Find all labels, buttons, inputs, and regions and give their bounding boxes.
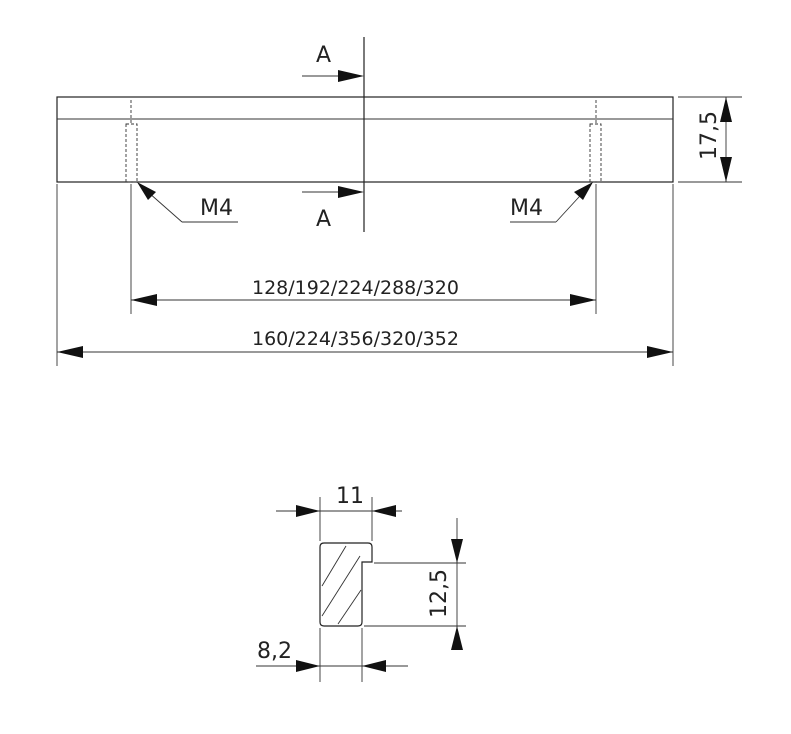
width-dimension [276,497,402,541]
section-label-bottom: A [316,207,331,232]
section-height-dimension [364,518,466,650]
leader-right [510,182,593,223]
front-view: A A M4 M4 17,5 [56,37,742,366]
height-dim-label: 17,5 [697,111,722,160]
overall-length-dimension [56,184,674,366]
height-dimension [678,96,742,183]
section-base-label: 8,2 [257,639,292,664]
thread-label-left: M4 [200,196,233,221]
leader-left [137,182,238,223]
thread-label-right: M4 [510,196,543,221]
section-label-top: A [316,43,331,68]
section-hatching [321,545,362,625]
right-thread-hole [589,100,602,183]
section-view: 11 12,5 8,2 [256,484,466,682]
section-width-label: 11 [336,484,364,509]
section-profile [319,542,373,627]
hole-spacing-dimension [130,184,597,314]
overall-length-label: 160/224/356/320/352 [252,328,459,350]
section-height-label: 12,5 [427,569,452,618]
base-dimension [256,628,408,682]
handle-body [56,96,674,183]
hole-spacing-label: 128/192/224/288/320 [252,277,459,299]
left-thread-hole [125,100,138,183]
